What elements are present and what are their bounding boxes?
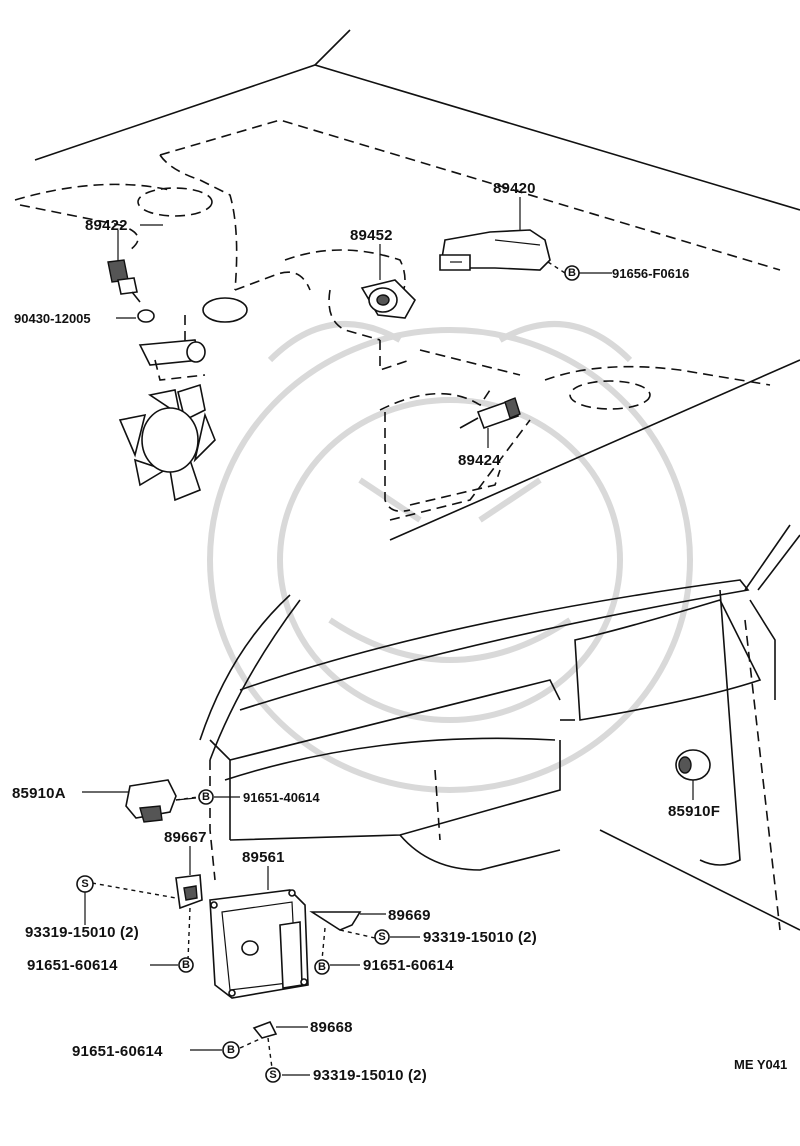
ecu-89561 <box>209 866 309 999</box>
label-89667: 89667 <box>164 829 207 846</box>
label-93319-15010-a: 93319-15010 (2) <box>25 924 139 941</box>
engine-bay-outline <box>14 29 800 541</box>
fastener-bolt-91651-60614-b: B <box>314 959 330 975</box>
fastener-bolt-91651-60614-a: B <box>178 957 194 973</box>
leader-lines <box>84 224 612 1076</box>
relay-85910A <box>82 779 197 823</box>
label-91651-60614-a: 91651-60614 <box>27 957 118 974</box>
label-89668: 89668 <box>310 1019 353 1036</box>
label-89452: 89452 <box>350 227 393 244</box>
label-89561: 89561 <box>242 849 285 866</box>
sensor-89422 <box>107 230 155 323</box>
label-89420: 89420 <box>493 180 536 197</box>
sensor-89452 <box>360 244 416 319</box>
fastener-bolt-91651-60614-c: B <box>222 1041 240 1059</box>
fastener-screw-93319-b: S <box>374 929 390 945</box>
svg-text:B: B <box>318 961 326 973</box>
bracket-89669 <box>309 911 386 931</box>
coolant-hose <box>138 297 248 381</box>
watermark-logo <box>207 321 693 793</box>
fastener-screw-93319-a: S <box>76 875 94 893</box>
svg-text:S: S <box>81 878 88 890</box>
svg-text:B: B <box>202 791 210 803</box>
dashboard-outline <box>199 524 800 931</box>
label-89422: 89422 <box>85 217 128 234</box>
label-85910A: 85910A <box>12 785 66 802</box>
label-85910F: 85910F <box>668 803 720 820</box>
sensor-89424 <box>459 397 521 448</box>
label-91651-40614: 91651-40614 <box>243 790 320 805</box>
label-89424: 89424 <box>458 452 501 469</box>
diagram-code: ME Y041 <box>734 1057 787 1072</box>
label-93319-15010-c: 93319-15010 (2) <box>313 1067 427 1084</box>
svg-text:B: B <box>227 1044 235 1056</box>
sensor-89420 <box>439 197 551 271</box>
svg-text:S: S <box>378 931 385 943</box>
svg-text:S: S <box>269 1069 276 1081</box>
label-91656-F0616: 91656-F0616 <box>612 266 689 281</box>
relay-85910F <box>675 749 711 800</box>
label-91651-60614-c: 91651-60614 <box>72 1043 163 1060</box>
label-90430-12005: 90430-12005 <box>14 311 91 326</box>
bracket-89667 <box>175 846 203 910</box>
svg-text:B: B <box>568 267 576 279</box>
fastener-bolt-91656: B <box>564 265 580 281</box>
label-91651-60614-b: 91651-60614 <box>363 957 454 974</box>
fastener-screw-93319-c: S <box>265 1067 281 1083</box>
label-93319-15010-b: 93319-15010 (2) <box>423 929 537 946</box>
fastener-bolt-91651-40614: B <box>198 789 214 805</box>
part-labels: 89422 90430-12005 89452 89420 91656-F061… <box>12 180 787 1084</box>
bracket-89668 <box>252 1020 308 1039</box>
label-89669: 89669 <box>388 907 431 924</box>
cooling-fan <box>118 383 216 502</box>
svg-text:B: B <box>182 959 190 971</box>
